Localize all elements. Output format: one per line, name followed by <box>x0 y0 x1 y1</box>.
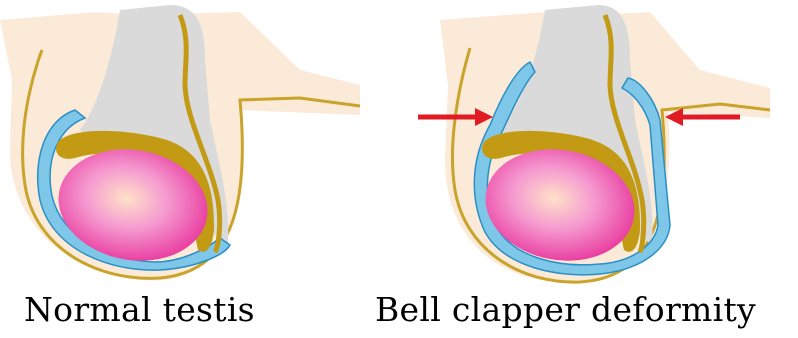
normal-testis-panel <box>0 5 360 280</box>
bell-clapper-panel <box>418 5 770 283</box>
bell-clapper-caption: Bell clapper deformity <box>375 290 756 330</box>
normal-testis-caption: Normal testis <box>24 290 255 330</box>
